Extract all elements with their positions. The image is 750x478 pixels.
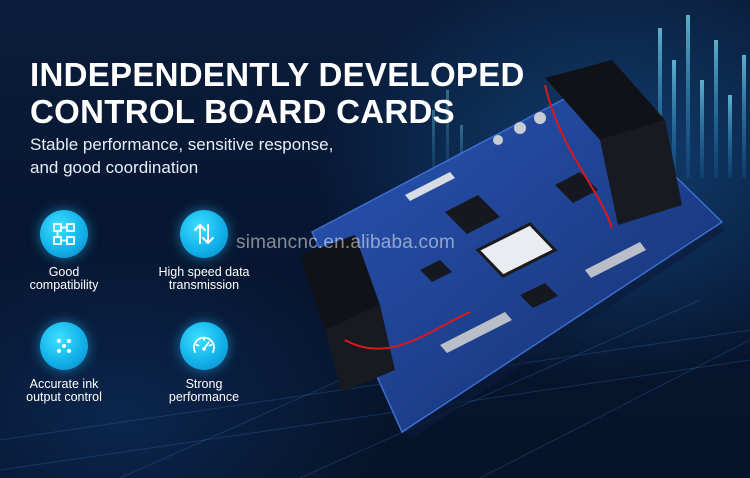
feature-label: Accurate ink output control: [4, 378, 124, 404]
feature-label-line-1: Good: [48, 265, 80, 279]
feature-high-speed-transmission: High speed data transmission: [144, 210, 264, 292]
feature-compatibility: Good compatibility: [4, 210, 124, 292]
up-down-arrows-icon: [180, 210, 228, 258]
page-title: INDEPENDENTLY DEVELOPED CONTROL BOARD CA…: [30, 56, 525, 130]
watermark: simancnc.en.alibaba.com: [236, 232, 455, 253]
feature-strong-performance: Strong performance: [144, 322, 264, 404]
feature-label-line-1: High speed data: [158, 265, 250, 279]
feature-label: Strong performance: [144, 378, 264, 404]
feature-ink-output: Accurate ink output control: [4, 322, 124, 404]
feature-label: High speed data transmission: [144, 266, 264, 292]
feature-label-line-2: performance: [168, 390, 240, 404]
feature-label-line-1: Accurate ink: [29, 377, 99, 391]
subtitle: Stable performance, sensitive response, …: [30, 133, 333, 179]
feature-label-line-1: Strong: [185, 377, 223, 391]
subtitle-line-1: Stable performance, sensitive response,: [30, 135, 334, 154]
control-board-image: [300, 60, 725, 440]
feature-label-line-2: transmission: [168, 278, 240, 292]
speedometer-icon: [180, 322, 228, 370]
title-line-2: CONTROL BOARD CARDS: [30, 93, 455, 130]
modules-network-icon: [40, 210, 88, 258]
feature-label-line-2: compatibility: [29, 278, 99, 292]
feature-label-line-2: output control: [26, 390, 102, 404]
title-line-1: INDEPENDENTLY DEVELOPED: [30, 56, 525, 93]
subtitle-line-2: and good coordination: [30, 158, 199, 177]
ink-dots-icon: [40, 322, 88, 370]
feature-label: Good compatibility: [4, 266, 124, 292]
